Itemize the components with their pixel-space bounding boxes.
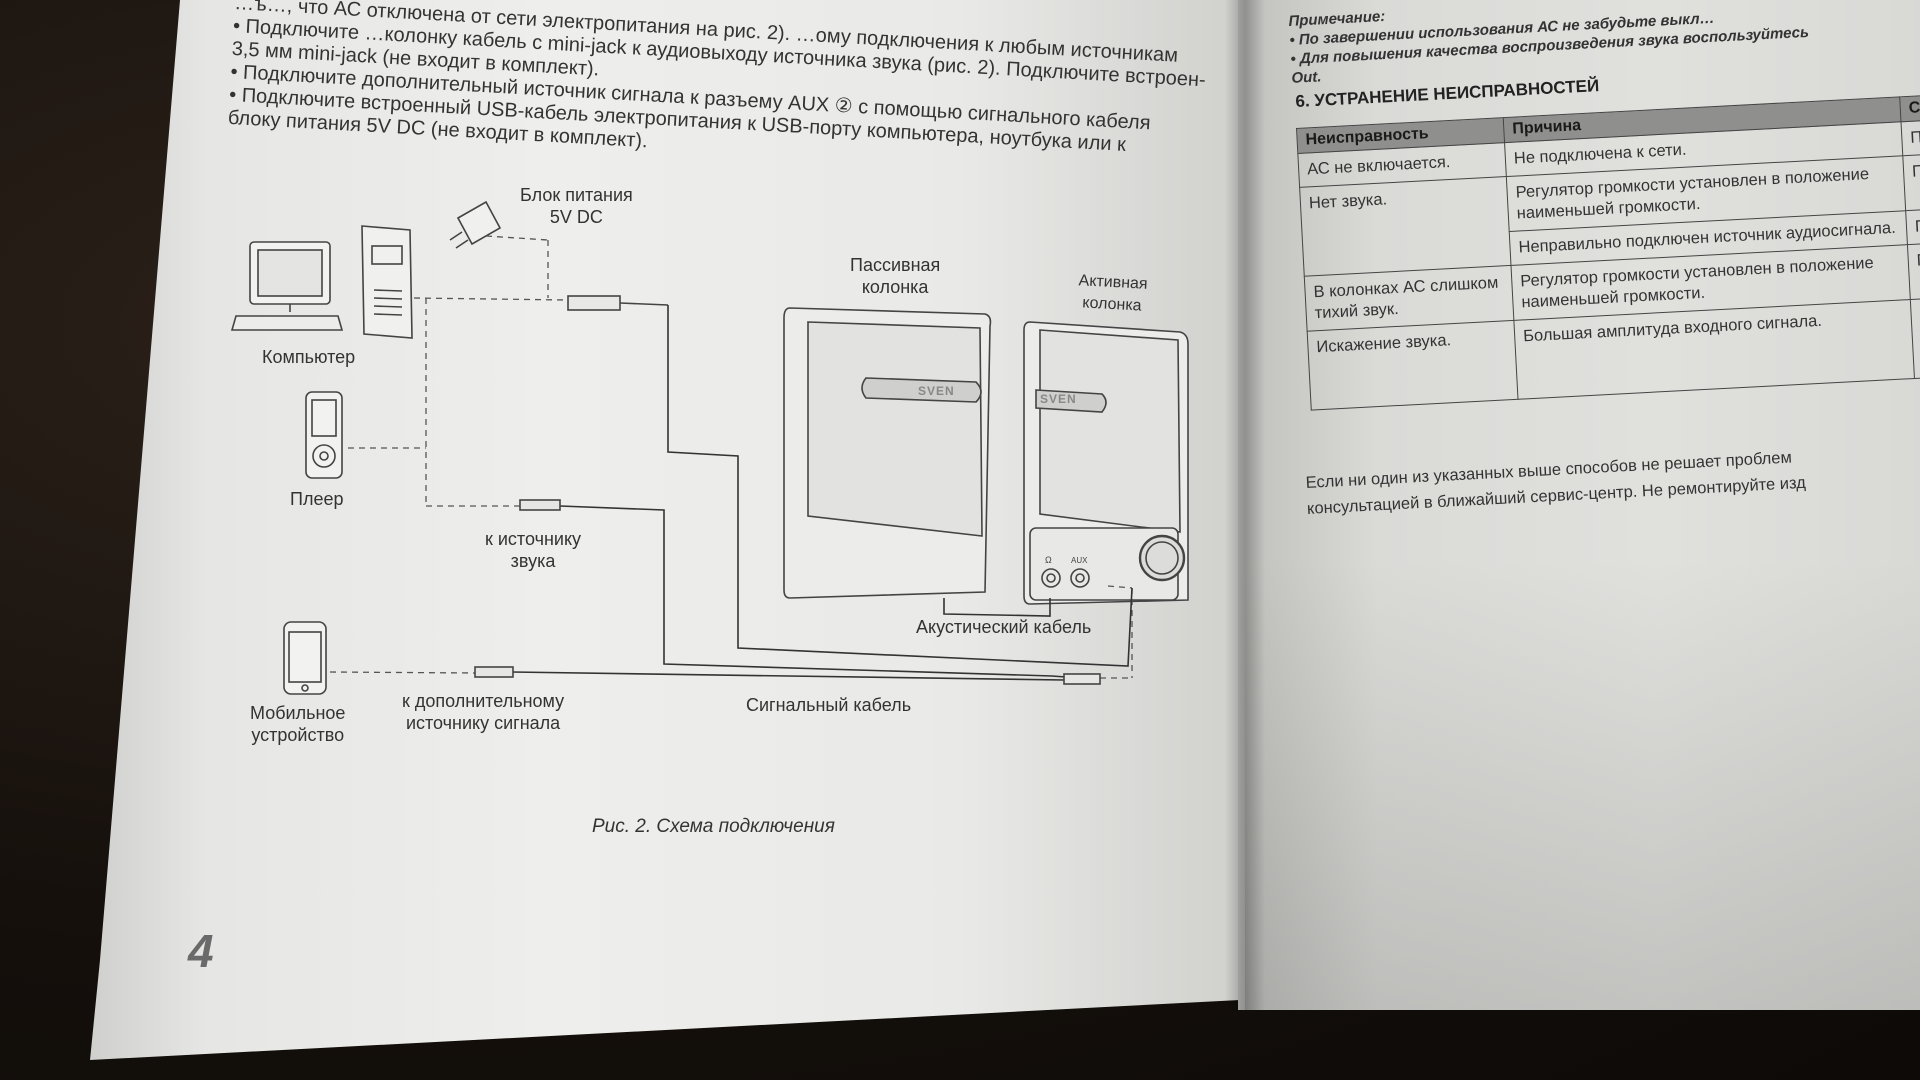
active-speaker-icon [1023,321,1189,605]
mobile-icon [283,621,327,695]
power-adapter-icon [449,200,502,249]
monitor-icon [230,241,344,331]
acoustic-cable-label: Акустический кабель [916,617,1092,637]
player-label: Плеер [290,489,344,509]
pc-tower-icon [361,225,413,339]
page-shadow [1245,560,1920,1010]
active-speaker-label: Активная колонка [1078,272,1149,315]
to-extra-source-label: к дополнительному источнику сигнала [402,691,565,733]
fault-cell: Искажение звука. [1307,320,1519,411]
passive-speaker-icon [783,307,992,599]
player-icon [305,391,343,479]
right-page [1238,0,1920,1010]
passive-speaker-label: Пассивная колонка [850,255,941,297]
troubleshooting-table: Неисправность Причина Сп АС не включаетс… [1296,92,1920,411]
headphone-jack-label: Ω [1045,555,1052,565]
fix-cell: П [1902,151,1920,211]
booklet-spine [1225,0,1265,1010]
signal-cable-label: Сигнальный кабель [746,695,912,715]
to-source-label: к источнику звука [485,529,582,571]
power-supply-label: Блок питания 5V DC [520,185,633,227]
page-number: 4 [188,925,214,977]
mobile-label: Мобильное устройство [250,703,346,745]
fix-cell: Пр по [1901,117,1920,156]
passive-speaker-brand: SVEN [918,384,955,398]
fix-cell: П [1905,206,1920,245]
header-fix: Сп [1899,92,1920,122]
figure-caption: Рис. 2. Схема подключения [592,816,835,837]
fix-cell: П [1907,240,1920,300]
aux-jack-label: AUX [1071,556,1088,565]
active-speaker-brand: SVEN [1040,392,1077,406]
computer-label: Компьютер [262,347,356,367]
fault-cell: Нет звука. [1299,176,1511,277]
